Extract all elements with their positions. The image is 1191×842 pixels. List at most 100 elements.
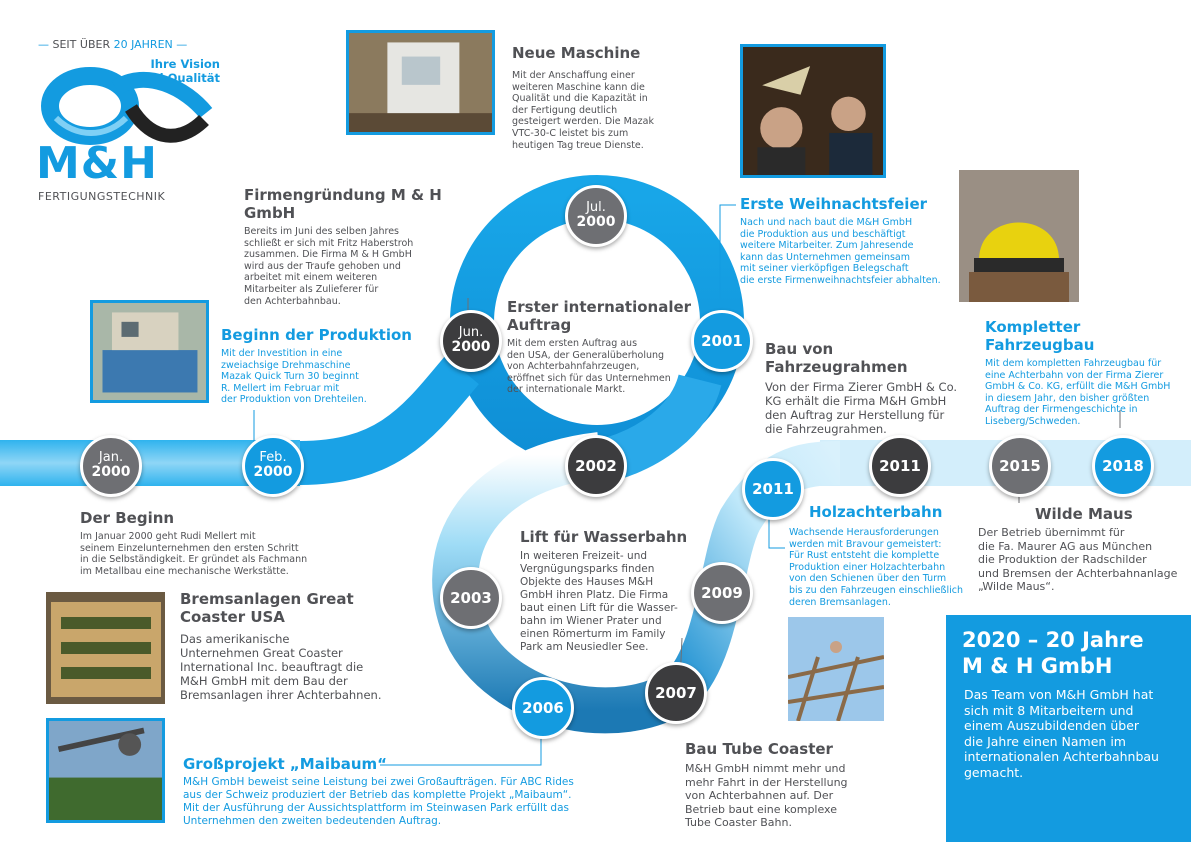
node-2003: 2003	[440, 567, 502, 629]
text-line: International Inc. beauftragt die	[180, 660, 364, 674]
text-line: internationalen Achterbahnbau	[964, 749, 1159, 764]
event-text: Mit der Investition in eine zweiachsige …	[221, 348, 421, 406]
text-line: schließt er sich mit Fritz Haberstroh	[244, 237, 414, 249]
event-title-1: Erster internationaler	[507, 298, 692, 316]
slogan-line-1: Ihre Vision	[150, 57, 220, 71]
text-line: werden mit Bravour gemeistert:	[789, 538, 942, 550]
text-line: GmbH & Co. KG, erfüllt die M&H GmbH	[985, 381, 1171, 393]
event-erster-internationaler-auftrag: Erster internationaler Auftrag Mit dem e…	[507, 298, 697, 396]
text-line: eröffnet sich für das Unternehmen	[507, 372, 671, 384]
text-line: KG erhält die Firma M&H GmbH	[765, 394, 947, 408]
photo-new-machine	[346, 30, 495, 135]
text-line: der Fertigung deutlich	[512, 104, 618, 116]
event-title: Firmengründung M & H GmbH	[244, 186, 442, 222]
photo-production-start	[90, 300, 209, 403]
text-line: zweiachsige Drehmaschine	[221, 359, 351, 371]
text-line: Mitarbeiter als Zulieferer für	[244, 283, 379, 295]
node-jan-2000: Jan. 2000	[80, 435, 142, 497]
text-line: arbeitet mit einem weiteren	[244, 272, 378, 284]
text-line: Mit der Ausführung der Aussichtsplattfor…	[183, 802, 569, 814]
text-line: Unternehmen den zweiten bedeutenden Auft…	[183, 815, 442, 827]
node-year: 2009	[701, 583, 743, 602]
node-2018: 2018	[1092, 435, 1154, 497]
event-title: Bau von Fahrzeugrahmen	[765, 340, 908, 376]
text-line: im Metallbau eine mechanische Werkstätte…	[80, 565, 289, 577]
event-der-beginn: Der Beginn Im Januar 2000 geht Rudi Mell…	[80, 509, 350, 577]
text-line: seinem Einzelunternehmen den ersten Schr…	[80, 542, 299, 554]
text-line: heutigen Tag treue Dienste.	[512, 139, 644, 151]
text-line: Objekte des Hauses M&H	[520, 576, 654, 588]
text-line: In weiteren Freizeit- und	[520, 550, 648, 562]
text-line: die Jahre einen Namen im	[964, 733, 1126, 749]
company-logo-icon	[41, 67, 213, 145]
event-bau-tube-coaster: Bau Tube Coaster M&H GmbH nimmt mehr und…	[685, 740, 875, 830]
text-line: Von der Firma Zierer GmbH & Co.	[765, 380, 958, 394]
event-text: M&H GmbH nimmt mehr und mehr Fahrt in de…	[685, 762, 875, 830]
logo-text: M&H	[36, 138, 158, 189]
event-wilde-maus: Wilde Maus Der Betrieb übernimmt für die…	[978, 505, 1188, 594]
node-year: 2000	[91, 464, 131, 481]
since-prefix: SEIT ÜBER	[52, 38, 111, 51]
event-text: M&H GmbH beweist seine Leistung bei zwei…	[183, 776, 643, 828]
node-month: Feb.	[259, 450, 287, 466]
event-lift-wasserbahn: Lift für Wasserbahn In weiteren Freizeit…	[520, 528, 690, 654]
node-year: 2018	[1102, 456, 1144, 475]
event-title: Kompletter Fahrzeugbau	[985, 318, 1095, 354]
node-2011-blue: 2011	[742, 458, 804, 520]
text-line: M&H GmbH mit dem Bau der	[180, 674, 348, 688]
text-line: der internationale Markt.	[507, 384, 626, 396]
text-line: VTC-30-C leistet bis zum	[512, 127, 629, 139]
text-line: Park am Neusiedler See.	[520, 641, 649, 653]
text-line: und Bremsen der Achterbahnanlage	[978, 566, 1178, 580]
text-line: den Achterbahnbau.	[244, 295, 341, 307]
event-title-1: Bremsanlagen Great	[180, 590, 354, 608]
event-text: Im Januar 2000 geht Rudi Mellert mit sei…	[80, 531, 350, 577]
text-line: in diesem Jahr, den bisher größten	[985, 392, 1150, 404]
text-line: Qualität und die Kapazität in	[512, 93, 648, 105]
text-line: baut einen Lift für die Wasser-	[520, 602, 678, 614]
text-line: die erste Firmenweihnachtsfeier abhalten…	[740, 274, 941, 286]
node-year: 2011	[752, 479, 794, 498]
event-kompletter-fahrzeugbau: Kompletter Fahrzeugbau Mit dem komplette…	[985, 318, 1189, 428]
text-line: weiteren Maschine kann die	[512, 81, 645, 93]
text-line: einen Römerturm im Family	[520, 628, 666, 640]
text-line: Im Januar 2000 geht Rudi Mellert mit	[80, 531, 256, 542]
text-line: in die Selbständigkeit. Er gründet als F…	[80, 554, 308, 566]
text-line: die Produktion aus und beschäftigt	[740, 228, 906, 240]
node-feb-2000: Feb. 2000	[242, 435, 304, 497]
anniversary-title-2: M & H GmbH	[962, 654, 1113, 678]
anniversary-title-1: 2020 – 20 Jahre	[962, 628, 1144, 652]
text-line: gemacht.	[964, 764, 1024, 780]
node-2006: 2006	[512, 677, 574, 739]
text-line: mit seiner vierköpfigen Belegschaft	[740, 263, 909, 275]
node-year: 2011	[879, 456, 921, 475]
event-bau-fahrzeugrahmen: Bau von Fahrzeugrahmen Von der Firma Zie…	[765, 340, 975, 436]
node-2002: 2002	[565, 435, 627, 497]
text-line: M&H GmbH nimmt mehr und	[685, 762, 846, 775]
text-line: von Achterbahnfahrzeugen,	[507, 361, 640, 373]
text-line: Das amerikanische	[180, 632, 290, 646]
text-line: Mit der Anschaffung einer	[512, 70, 635, 81]
event-text: Nach und nach baut die M&H GmbH die Prod…	[740, 217, 955, 287]
text-line: Vergnügungsparks finden	[520, 563, 655, 575]
event-title: Neue Maschine	[512, 44, 641, 62]
event-title: Der Beginn	[80, 509, 175, 527]
node-jun-2000: Jun. 2000	[440, 310, 502, 372]
text-line: von Achterbahnen auf. Der	[685, 789, 834, 802]
event-title: Bau Tube Coaster	[685, 740, 833, 758]
text-line: einem Auszubildenden über	[964, 718, 1140, 733]
node-month: Jul.	[586, 200, 606, 216]
text-line: kann das Unternehmen gemeinsam	[740, 251, 911, 263]
text-line: Nach und nach baut die M&H GmbH	[740, 217, 913, 228]
anniversary-text: Das Team von M&H GmbH hat sich mit 8 Mit…	[964, 687, 1159, 780]
event-text: Wachsende Herausforderungen werden mit B…	[789, 527, 974, 608]
text-line: Mit dem ersten Auftrag aus	[507, 338, 638, 349]
event-bremsanlagen: Bremsanlagen Great Coaster USA Das ameri…	[180, 590, 420, 702]
logo-subtitle: FERTIGUNGSTECHNIK	[38, 190, 166, 203]
text-line: Auftrag der Firmengeschichte in	[985, 404, 1138, 416]
text-line: zusammen. Die Firma M & H GmbH	[244, 249, 412, 261]
node-2009: 2009	[691, 562, 753, 624]
photo-christmas-party	[740, 44, 886, 178]
header-since: — SEIT ÜBER 20 JAHREN —	[38, 38, 213, 54]
text-line: GmbH ihren Platz. Die Firma	[520, 589, 669, 601]
